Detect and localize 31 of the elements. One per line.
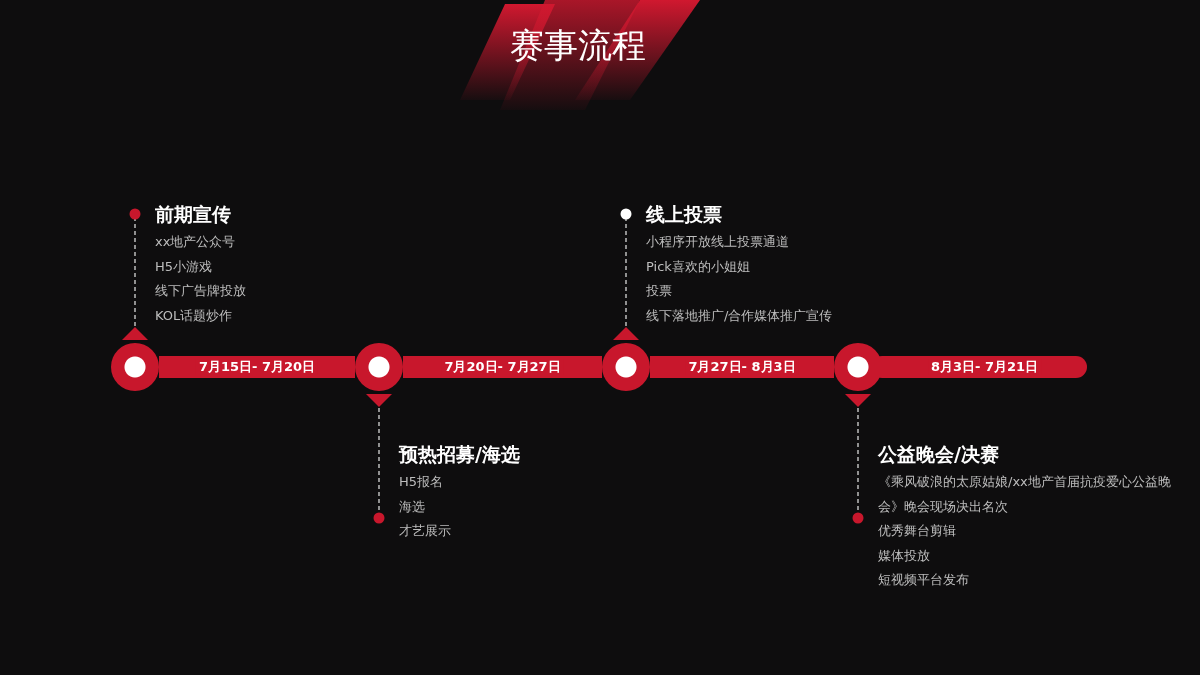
stage-item: Pick喜欢的小姐姐	[646, 257, 751, 276]
timeline-bar	[650, 356, 834, 378]
stage-item: 才艺展示	[399, 522, 452, 540]
stage-item: 优秀舞台剪辑	[878, 522, 957, 540]
dashed-connector	[845, 393, 871, 524]
stage-item: 线下广告牌投放	[155, 282, 247, 300]
timeline-bar	[403, 356, 602, 378]
timeline-circle	[111, 343, 159, 391]
dashed-connector	[613, 208, 639, 341]
stage-item: 投票	[646, 282, 673, 300]
dashed-connector	[122, 208, 148, 341]
stage-heading: 预热招募/海选	[399, 442, 521, 466]
stage-item: 媒体投放	[878, 546, 931, 565]
dashed-connector	[366, 393, 392, 524]
timeline-circle	[602, 343, 650, 391]
stage-item: H5小游戏	[155, 257, 214, 276]
stage-item: 短视频平台发布	[878, 571, 970, 589]
stage-item: H5报名	[399, 473, 445, 491]
stage-item: 海选	[399, 497, 426, 516]
title: 赛事流程	[509, 24, 647, 67]
timeline-circle	[355, 343, 403, 391]
stage-heading: 公益晚会/决赛	[878, 442, 1000, 466]
stage-item: 小程序开放线上投票通道	[646, 233, 790, 251]
timeline-circle	[834, 343, 882, 391]
stage-item: 线下落地推广/合作媒体推广宣传	[646, 306, 834, 325]
stage-item: xx地产公众号	[155, 233, 237, 251]
timeline-bar	[159, 356, 355, 378]
stage-item: 《乘风破浪的太原姑娘/xx地产首届抗疫爱心公益晚会》晚会现场决出名次	[878, 473, 1172, 516]
stage-heading: 前期宣传	[155, 202, 232, 226]
stage-item: KOL话题炒作	[155, 306, 234, 325]
stage-heading: 线上投票	[646, 202, 723, 226]
